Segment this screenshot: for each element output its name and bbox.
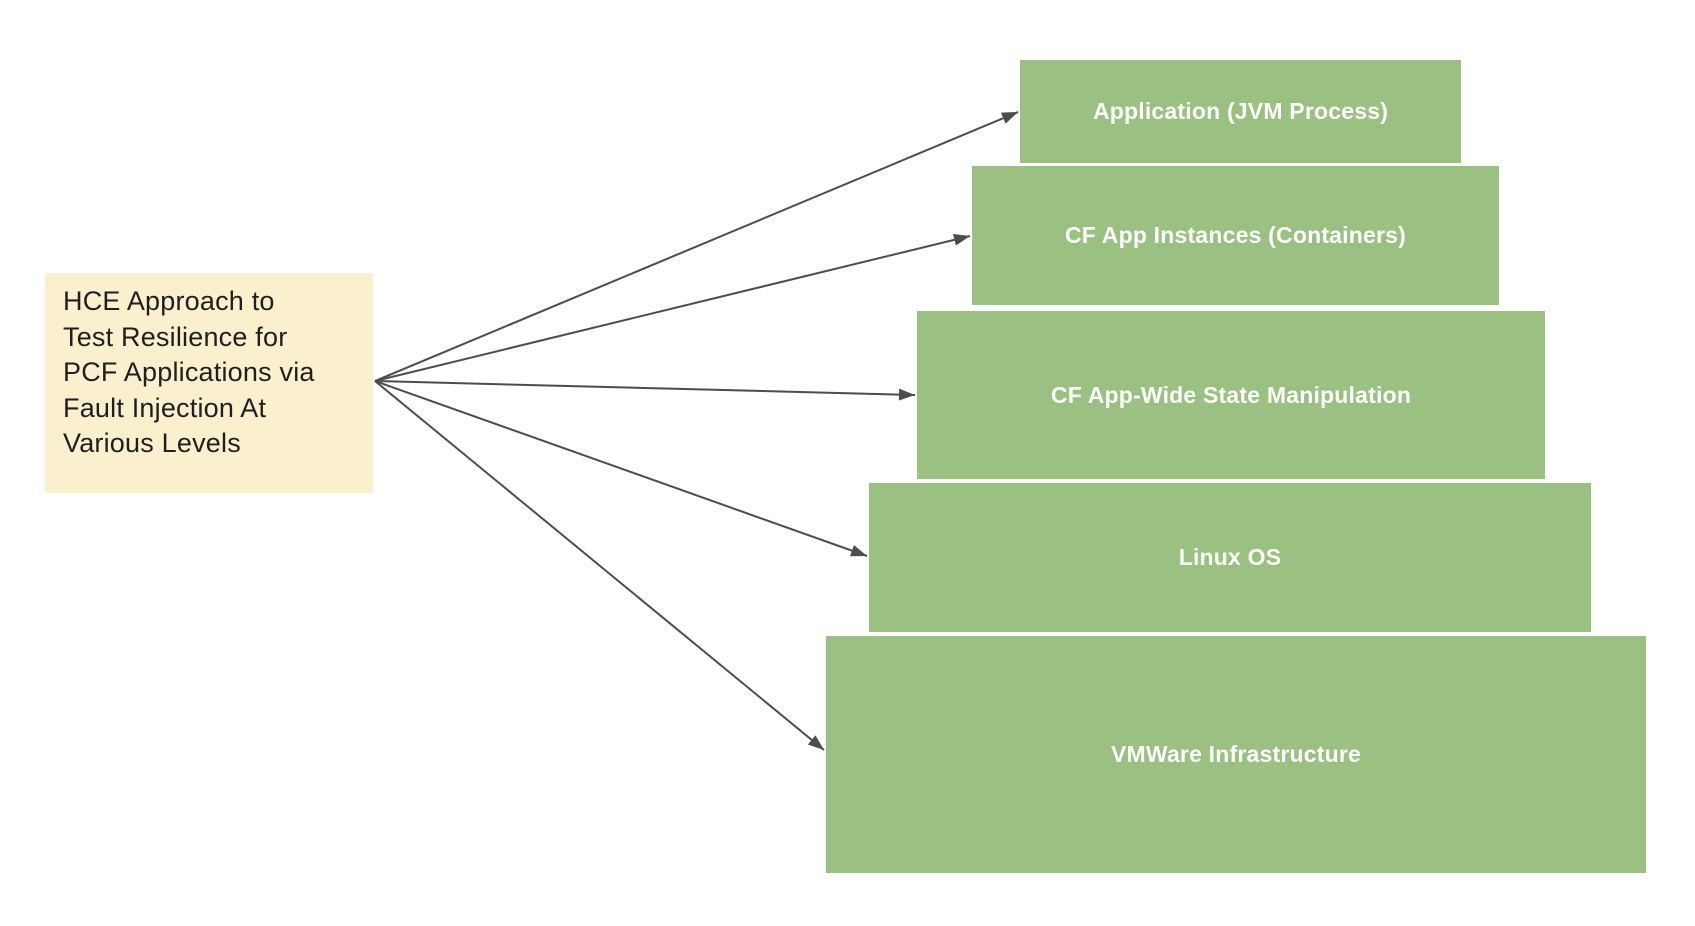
level-box-cf-app-wide-state-manipulation: CF App-Wide State Manipulation [917, 311, 1545, 479]
arrow-to-vmware-infrastructure [374, 380, 825, 751]
source-note: HCE Approach to Test Resilience for PCF … [45, 273, 373, 493]
level-box-cf-app-instances: CF App Instances (Containers) [972, 166, 1499, 305]
level-label-application-jvm-process: Application (JVM Process) [1092, 98, 1389, 124]
level-box-application-jvm-process: Application (JVM Process) [1020, 60, 1461, 163]
source-note-text: HCE Approach to Test Resilience for PCF … [63, 286, 315, 458]
level-label-vmware-infrastructure: VMWare Infrastructure [1110, 741, 1361, 767]
level-label-cf-app-instances: CF App Instances (Containers) [1064, 222, 1407, 248]
level-label-linux-os: Linux OS [1178, 544, 1282, 570]
level-box-linux-os: Linux OS [869, 483, 1591, 632]
arrow-to-cf-app-wide-state [374, 380, 916, 401]
arrow-to-linux-os [374, 380, 868, 557]
level-label-cf-app-wide-state-manipulation: CF App-Wide State Manipulation [1050, 381, 1412, 408]
arrow-to-cf-app-instances [374, 233, 971, 382]
level-box-vmware-infrastructure: VMWare Infrastructure [826, 636, 1646, 873]
